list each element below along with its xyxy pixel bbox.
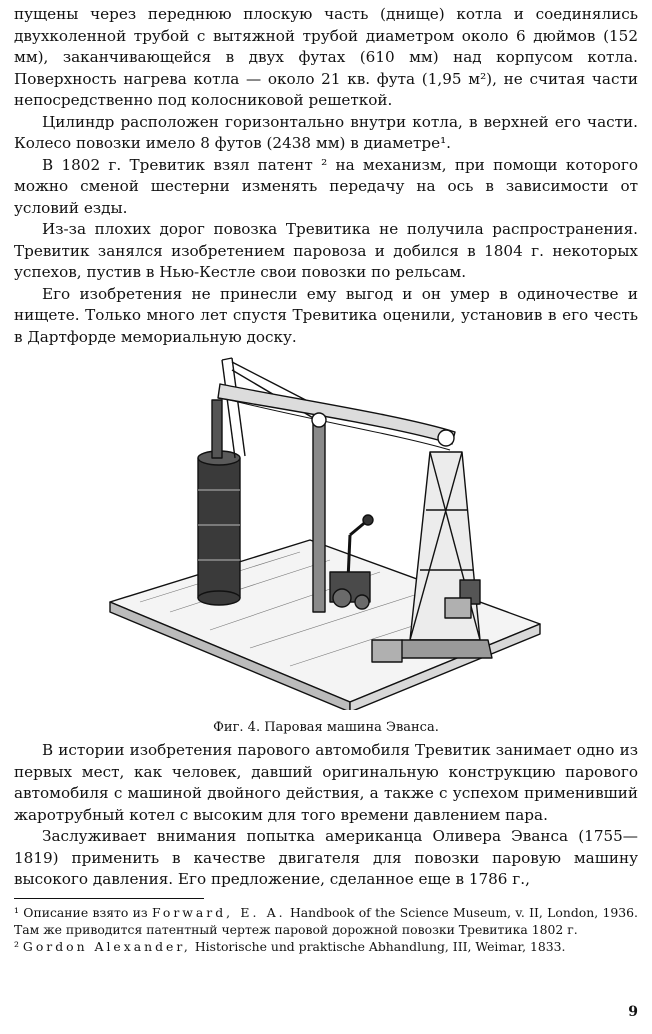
paragraph: Цилиндр расположен горизонтально внутри … (14, 112, 638, 153)
evans-steam-engine-illustration (109, 357, 541, 710)
right-tower (397, 451, 493, 659)
crank-mechanism (329, 514, 374, 610)
footnote-2: ² Gordon Alexander, Historische und prak… (14, 938, 638, 955)
paragraph: Из-за плохих дорог повозка Тревитика не … (14, 220, 638, 281)
paragraph: В 1802 г. Тревитик взял патент ² на меха… (14, 155, 638, 217)
base-block (371, 639, 403, 663)
base-board-front-edge (109, 601, 351, 710)
paragraph: В истории изобретения парового автомобил… (14, 741, 638, 824)
paragraph: пущены через переднюю плоскую часть (дни… (14, 5, 638, 109)
footnote-1: ¹ Описание взято из Forward, E. A. Handb… (14, 904, 638, 938)
top-text-block: пущены через переднюю плоскую часть (дни… (14, 4, 638, 348)
footnote-mark: ¹ (14, 905, 19, 920)
page-number: 9 (628, 1004, 638, 1020)
connecting-rod (311, 412, 327, 613)
paragraph: Заслуживает внимания попытка американца … (14, 827, 638, 888)
footnote-author: Gordon Alexander, (22, 939, 191, 954)
bottom-text-block: В истории изобретения парового автомобил… (14, 740, 638, 891)
footnote-divider (14, 898, 204, 899)
cylinder (197, 399, 241, 606)
footnotes: ¹ Описание взято из Forward, E. A. Handb… (14, 904, 638, 955)
footnote-mark: ² (14, 939, 19, 954)
figure-caption: Фиг. 4. Паровая машина Эванса. (213, 720, 439, 735)
paragraph: Его изобретения не принесли ему выгод и … (14, 284, 638, 346)
footnote-text: Handbook of the Science Museum, v. II, L… (14, 905, 638, 937)
footnote-text: Historische und praktische Abhandlung, I… (194, 939, 566, 954)
base-block (444, 597, 472, 619)
working-beam (217, 383, 456, 451)
footnote-author: Forward, E. A. (152, 905, 286, 920)
footnote-text: Описание взято из (23, 905, 148, 920)
